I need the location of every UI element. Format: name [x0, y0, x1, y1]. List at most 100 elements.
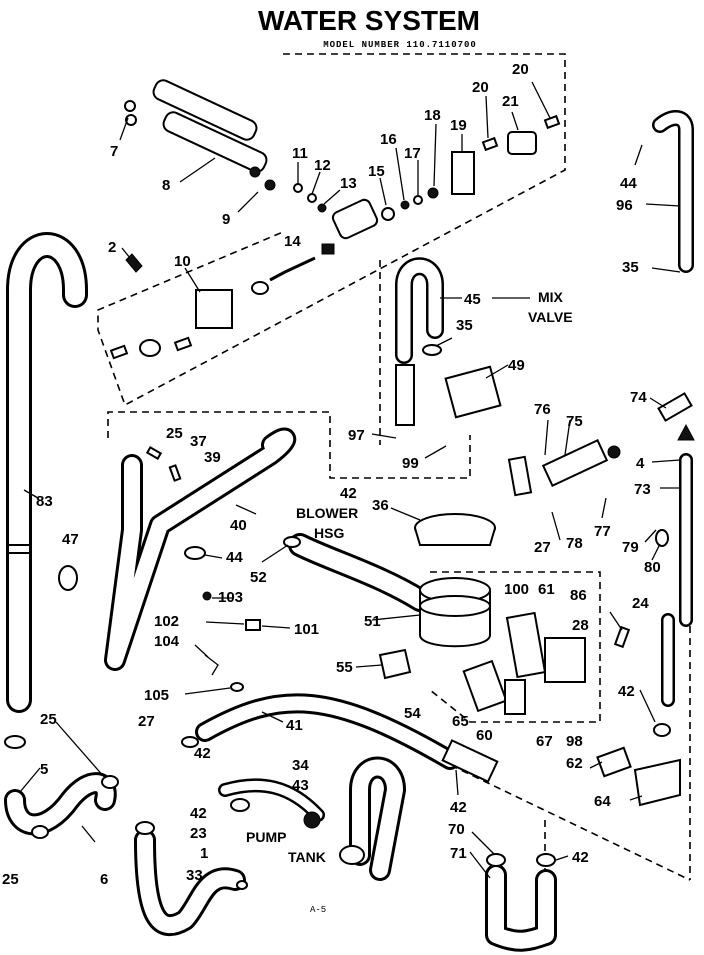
- hose-75: [541, 439, 609, 487]
- callout: 105: [144, 687, 169, 704]
- callout: 6: [100, 871, 108, 888]
- cap-4: [677, 423, 695, 441]
- callout: 42: [572, 849, 589, 866]
- callout: 37: [190, 433, 207, 450]
- ring-15: [381, 207, 395, 221]
- housing-ring: [414, 527, 496, 546]
- callout: 65: [452, 713, 469, 730]
- callout: 97: [348, 427, 365, 444]
- hose-83: [6, 232, 88, 713]
- callout: 10: [174, 253, 191, 270]
- tube-73-fill: [663, 455, 691, 705]
- hose-6-fill: [7, 775, 114, 833]
- bracket-19: [451, 151, 475, 195]
- plate-65: [504, 679, 526, 715]
- callout: 78: [566, 535, 583, 552]
- clamp-25a: [4, 735, 26, 749]
- callout: 12: [314, 157, 331, 174]
- housing-band-51: [419, 595, 491, 617]
- clamp-10a: [139, 339, 161, 357]
- clamp-42d: [653, 723, 671, 737]
- callout: 24: [632, 595, 649, 612]
- switch-28: [544, 637, 586, 683]
- callout: 102: [154, 613, 179, 630]
- callout: 25: [166, 425, 183, 442]
- callout: 47: [62, 531, 79, 548]
- callout: 60: [476, 727, 493, 744]
- callout: 42: [618, 683, 635, 700]
- clamp-23: [230, 798, 250, 812]
- callout: 71: [450, 845, 467, 862]
- washer-9b: [264, 179, 276, 191]
- callout: 83: [36, 493, 53, 510]
- callout: 15: [368, 163, 385, 180]
- hose-97: [395, 364, 415, 426]
- callout: 104: [154, 633, 180, 650]
- bracket-64: [633, 758, 681, 807]
- callout: 23: [190, 825, 207, 842]
- tank-hose: [339, 756, 406, 881]
- washer-7b: [125, 114, 137, 126]
- washer-13: [317, 203, 327, 213]
- control-group: [462, 439, 681, 807]
- hose-41-fill: [198, 696, 457, 767]
- callout: 25: [40, 711, 57, 728]
- clamp-25c: [31, 825, 49, 839]
- screw-10b: [109, 344, 129, 360]
- callout: 62: [566, 755, 583, 772]
- bracket-10: [195, 289, 233, 329]
- label-tank: TANK: [288, 849, 326, 865]
- blower-hose-fill: [291, 536, 429, 609]
- callout: 101: [294, 621, 319, 638]
- hose-45-fill: [397, 259, 442, 362]
- blower-housing: [288, 513, 496, 680]
- callout: 9: [222, 211, 230, 228]
- model-number: MODEL NUMBER 110.7110700: [323, 40, 477, 50]
- screw-105: [230, 682, 244, 692]
- washer-11: [293, 183, 303, 193]
- clamp-25b: [101, 775, 119, 789]
- clamp-52: [283, 536, 301, 548]
- callout: 13: [340, 175, 357, 192]
- callout: 45: [464, 291, 481, 308]
- callout: 33: [186, 867, 203, 884]
- callout: 28: [572, 617, 589, 634]
- callout: 79: [622, 539, 639, 556]
- callout: 4: [636, 455, 645, 472]
- callout: 27: [534, 539, 551, 556]
- callout: 39: [204, 449, 221, 466]
- callout: 19: [450, 117, 467, 134]
- switch-60: [462, 659, 508, 713]
- small-fasteners: [58, 536, 301, 692]
- callout: 70: [448, 821, 465, 838]
- callout: 42: [340, 485, 357, 502]
- callout: 55: [336, 659, 353, 676]
- callout: 80: [644, 559, 661, 576]
- callout: 40: [230, 517, 247, 534]
- callout: 14: [284, 233, 301, 250]
- valve-body: [331, 198, 379, 240]
- callout: 61: [538, 581, 555, 598]
- tank-hose-fill: [352, 759, 403, 878]
- callout: 35: [622, 259, 639, 276]
- callout: 21: [502, 93, 519, 110]
- callout: 100: [504, 581, 529, 598]
- screw-20a: [481, 136, 499, 152]
- callout-numbers: 7 8 9 2 10 11 12 13 14 15 16 17 18 19 20…: [2, 61, 661, 888]
- callout: 34: [292, 757, 309, 774]
- fill-tube-fill: [654, 112, 692, 271]
- callout: 51: [364, 613, 381, 630]
- callout: 42: [190, 805, 207, 822]
- drain-pipe-fill: [107, 430, 294, 668]
- solenoid-21: [507, 131, 537, 155]
- callout: 11: [292, 145, 308, 162]
- hose-41-end: [441, 739, 499, 783]
- cap-47: [58, 565, 78, 591]
- grouping-boundaries: [97, 53, 691, 881]
- label-mix: MIX: [538, 289, 564, 305]
- label-blower: BLOWER: [296, 505, 358, 521]
- callout: 52: [250, 569, 267, 586]
- bracket-55: [378, 648, 412, 680]
- blower-group-boundary: [107, 411, 471, 479]
- clamp-42a: [181, 736, 199, 748]
